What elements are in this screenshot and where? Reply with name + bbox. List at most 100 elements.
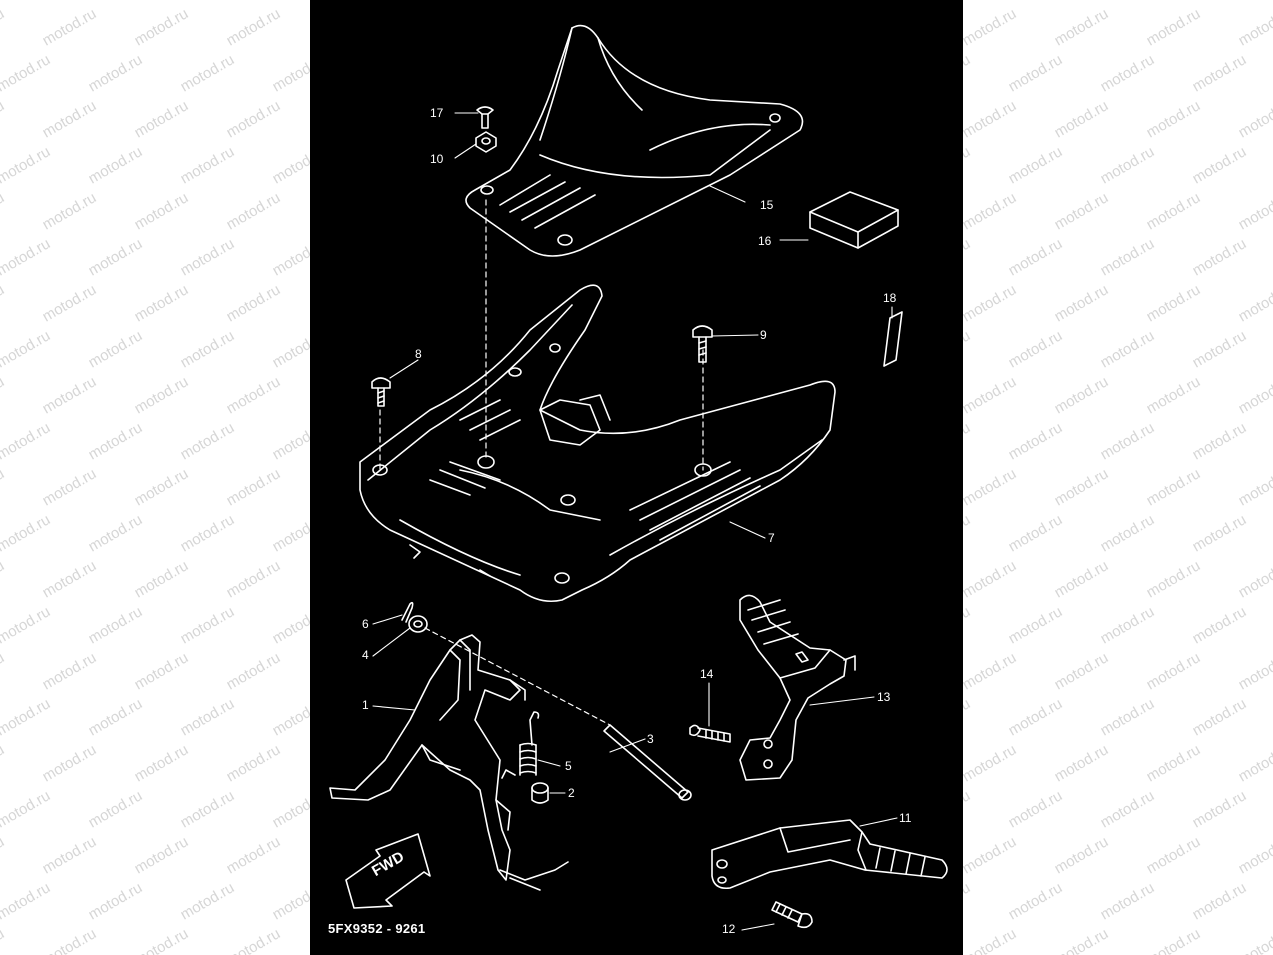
watermark-text: motod.ru bbox=[1006, 327, 1066, 371]
watermark-text: motod.ru bbox=[960, 5, 1020, 49]
callout-6: 6 bbox=[362, 617, 369, 631]
watermark-text: motod.ru bbox=[224, 281, 284, 325]
watermark-text: motod.ru bbox=[1236, 741, 1273, 785]
watermark-text: motod.ru bbox=[132, 189, 192, 233]
callout-16: 16 bbox=[758, 234, 772, 248]
watermark-text: motod.ru bbox=[0, 833, 7, 877]
watermark-text: motod.ru bbox=[40, 5, 100, 49]
watermark-text: motod.ru bbox=[178, 235, 238, 279]
watermark-text: motod.ru bbox=[1098, 511, 1158, 555]
watermark-text: motod.ru bbox=[178, 787, 238, 831]
watermark-text: motod.ru bbox=[0, 925, 7, 955]
watermark-text: motod.ru bbox=[1098, 51, 1158, 95]
watermark-text: motod.ru bbox=[1052, 373, 1112, 417]
watermark-text: motod.ru bbox=[1236, 97, 1273, 141]
watermark-text: motod.ru bbox=[960, 465, 1020, 509]
watermark-text: motod.ru bbox=[86, 235, 146, 279]
watermark-text: motod.ru bbox=[1052, 281, 1112, 325]
watermark-text: motod.ru bbox=[1236, 373, 1273, 417]
watermark-text: motod.ru bbox=[0, 649, 7, 693]
watermark-text: motod.ru bbox=[132, 97, 192, 141]
watermark-text: motod.ru bbox=[0, 281, 7, 325]
watermark-text: motod.ru bbox=[178, 511, 238, 555]
watermark-text: motod.ru bbox=[1144, 741, 1204, 785]
watermark-text: motod.ru bbox=[0, 787, 53, 831]
watermark-text: motod.ru bbox=[0, 695, 53, 739]
watermark-text: motod.ru bbox=[40, 925, 100, 955]
watermark-text: motod.ru bbox=[0, 373, 7, 417]
callout-9: 9 bbox=[760, 328, 767, 342]
watermark-text: motod.ru bbox=[1190, 511, 1250, 555]
watermark-text: motod.ru bbox=[224, 5, 284, 49]
watermark-text: motod.ru bbox=[1190, 327, 1250, 371]
watermark-text: motod.ru bbox=[1052, 189, 1112, 233]
diagram-code: 5FX9352 - 9261 bbox=[328, 921, 426, 936]
watermark-text: motod.ru bbox=[132, 5, 192, 49]
callout-17: 17 bbox=[430, 106, 444, 120]
watermark-text: motod.ru bbox=[86, 511, 146, 555]
watermark-text: motod.ru bbox=[40, 465, 100, 509]
watermark-text: motod.ru bbox=[178, 327, 238, 371]
watermark-text: motod.ru bbox=[1236, 281, 1273, 325]
callout-7: 7 bbox=[768, 531, 775, 545]
part-17-screw bbox=[476, 106, 494, 129]
callout-18: 18 bbox=[883, 291, 897, 305]
watermark-text: motod.ru bbox=[1190, 787, 1250, 831]
watermark-text: motod.ru bbox=[1052, 97, 1112, 141]
watermark-text: motod.ru bbox=[1006, 695, 1066, 739]
watermark-text: motod.ru bbox=[1190, 419, 1250, 463]
watermark-text: motod.ru bbox=[178, 0, 238, 3]
watermark-text: motod.ru bbox=[1144, 649, 1204, 693]
watermark-text: motod.ru bbox=[1098, 143, 1158, 187]
watermark-text: motod.ru bbox=[86, 143, 146, 187]
watermark-text: motod.ru bbox=[1006, 419, 1066, 463]
callout-15: 15 bbox=[760, 198, 774, 212]
watermark-text: motod.ru bbox=[40, 281, 100, 325]
watermark-text: motod.ru bbox=[178, 603, 238, 647]
watermark-text: motod.ru bbox=[1098, 419, 1158, 463]
watermark-text: motod.ru bbox=[1006, 511, 1066, 555]
watermark-text: motod.ru bbox=[1190, 695, 1250, 739]
watermark-text: motod.ru bbox=[960, 741, 1020, 785]
watermark-text: motod.ru bbox=[224, 373, 284, 417]
watermark-text: motod.ru bbox=[1052, 557, 1112, 601]
watermark-text: motod.ru bbox=[1190, 603, 1250, 647]
part-12-bolt bbox=[771, 901, 813, 929]
part-6-pin bbox=[401, 601, 414, 623]
watermark-text: motod.ru bbox=[1190, 879, 1250, 923]
watermark-text: motod.ru bbox=[86, 0, 146, 3]
watermark-text: motod.ru bbox=[960, 649, 1020, 693]
watermark-text: motod.ru bbox=[1006, 0, 1066, 3]
watermark-text: motod.ru bbox=[0, 235, 53, 279]
watermark-text: motod.ru bbox=[1052, 465, 1112, 509]
watermark-text: motod.ru bbox=[0, 557, 7, 601]
callout-13: 13 bbox=[877, 690, 891, 704]
watermark-text: motod.ru bbox=[0, 327, 53, 371]
watermark-text: motod.ru bbox=[40, 557, 100, 601]
watermark-text: motod.ru bbox=[40, 97, 100, 141]
watermark-text: motod.ru bbox=[86, 327, 146, 371]
watermark-text: motod.ru bbox=[960, 281, 1020, 325]
watermark-text: motod.ru bbox=[132, 373, 192, 417]
watermark-text: motod.ru bbox=[960, 925, 1020, 955]
part-11-foot-peg bbox=[711, 819, 948, 890]
watermark-text: motod.ru bbox=[0, 51, 53, 95]
part-14-bolt bbox=[689, 724, 731, 743]
watermark-text: motod.ru bbox=[1006, 879, 1066, 923]
part-9-bolt bbox=[692, 325, 713, 363]
watermark-text: motod.ru bbox=[960, 833, 1020, 877]
watermark-text: motod.ru bbox=[1006, 235, 1066, 279]
watermark-text: motod.ru bbox=[1098, 787, 1158, 831]
watermark-text: motod.ru bbox=[86, 603, 146, 647]
watermark-text: motod.ru bbox=[132, 465, 192, 509]
watermark-text: motod.ru bbox=[1098, 879, 1158, 923]
watermark-text: motod.ru bbox=[1236, 649, 1273, 693]
watermark-text: motod.ru bbox=[0, 741, 7, 785]
watermark-text: motod.ru bbox=[1006, 787, 1066, 831]
watermark-text: motod.ru bbox=[86, 419, 146, 463]
watermark-text: motod.ru bbox=[0, 97, 7, 141]
watermark-text: motod.ru bbox=[1144, 925, 1204, 955]
watermark-text: motod.ru bbox=[40, 741, 100, 785]
watermark-text: motod.ru bbox=[1236, 557, 1273, 601]
watermark-text: motod.ru bbox=[0, 419, 53, 463]
